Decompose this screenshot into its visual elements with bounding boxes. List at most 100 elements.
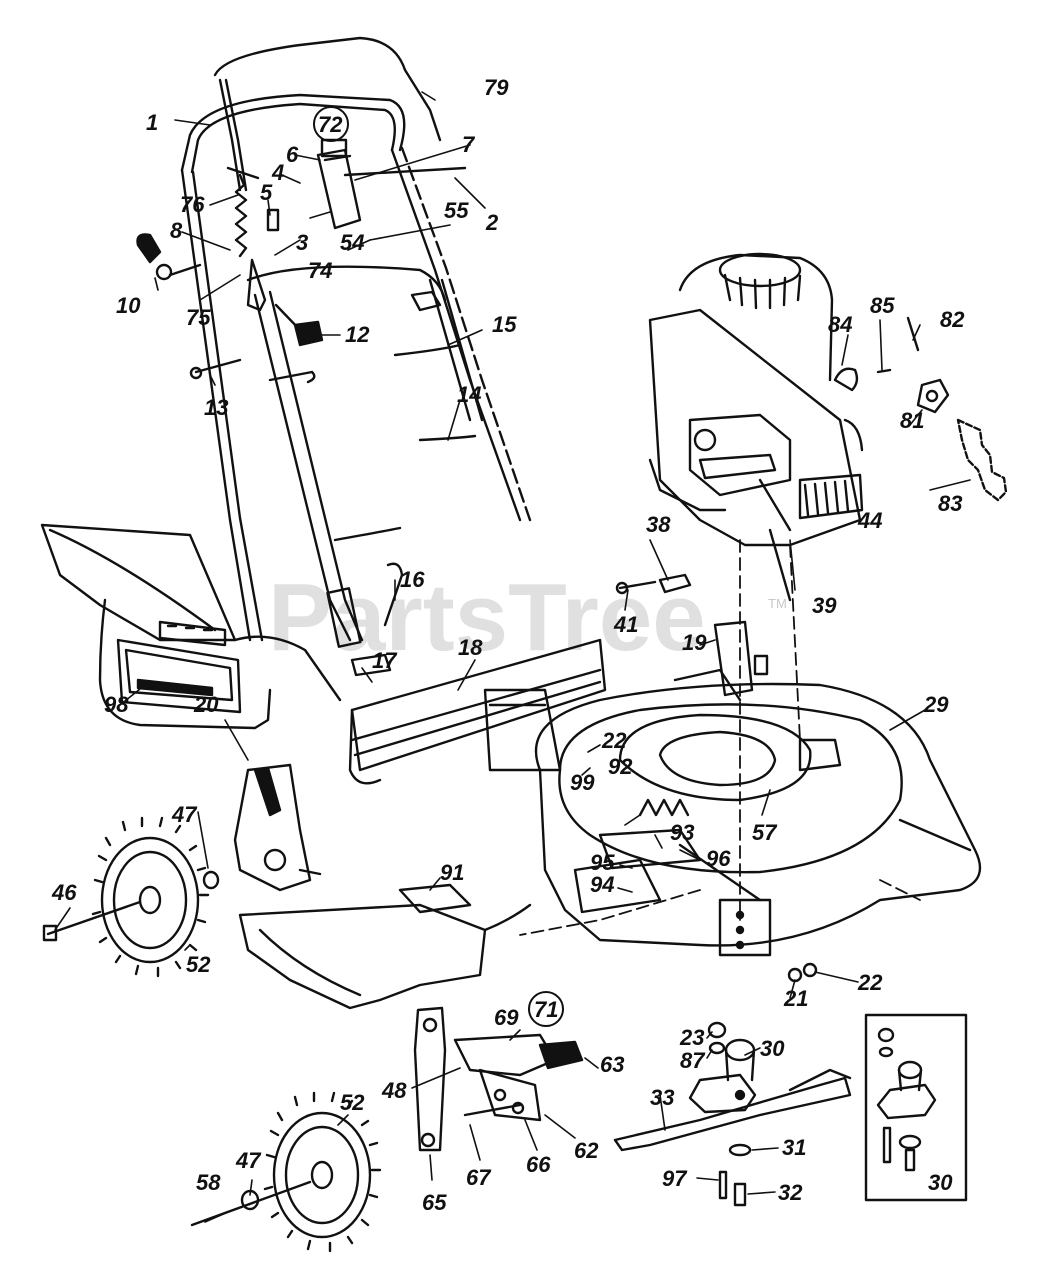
front-wheel-52 bbox=[190, 1091, 382, 1253]
callout-57: 57 bbox=[752, 820, 778, 845]
callout-15: 15 bbox=[492, 312, 517, 337]
callout-46: 46 bbox=[51, 880, 77, 905]
callout-30-b: 30 bbox=[928, 1170, 953, 1195]
callout-22-a: 22 bbox=[601, 728, 627, 753]
inset-box bbox=[864, 1013, 968, 1202]
callout-52-a: 52 bbox=[186, 952, 211, 977]
callout-10: 10 bbox=[116, 293, 141, 318]
callout-33: 33 bbox=[650, 1085, 674, 1110]
rear-baffle bbox=[483, 688, 562, 772]
engine bbox=[648, 252, 864, 602]
control-box bbox=[316, 138, 467, 230]
hinge-clip-17 bbox=[350, 653, 392, 677]
engine-bracket-38 bbox=[615, 573, 692, 595]
callout-18: 18 bbox=[458, 635, 483, 660]
callout-92: 92 bbox=[608, 754, 633, 779]
callout-47-b: 47 bbox=[235, 1148, 262, 1173]
height-adjuster-20 bbox=[233, 763, 322, 892]
cable-ties bbox=[268, 290, 477, 542]
callout-21: 21 bbox=[783, 986, 808, 1011]
throttle-cable-spring bbox=[234, 173, 280, 312]
callout-87: 87 bbox=[680, 1048, 706, 1073]
callout-98: 98 bbox=[104, 692, 129, 717]
blade-33 bbox=[613, 1068, 852, 1152]
leader-lines bbox=[54, 91, 971, 1223]
callout-22-b: 22 bbox=[857, 970, 883, 995]
callout-96: 96 bbox=[706, 846, 731, 871]
callout-84: 84 bbox=[828, 312, 852, 337]
callout-79: 79 bbox=[484, 75, 509, 100]
grass-bag bbox=[40, 523, 342, 730]
callout-71: 71 bbox=[534, 997, 558, 1022]
callout-29: 29 bbox=[923, 692, 949, 717]
hairpin-clip bbox=[383, 562, 404, 627]
callout-8: 8 bbox=[170, 218, 183, 243]
bolt-13 bbox=[189, 358, 242, 380]
callout-93: 93 bbox=[670, 820, 694, 845]
callout-7: 7 bbox=[462, 132, 476, 157]
callout-69: 69 bbox=[494, 1005, 519, 1030]
callout-39: 39 bbox=[812, 593, 837, 618]
callout-44: 44 bbox=[857, 508, 882, 533]
discharge-chute bbox=[238, 883, 532, 1010]
bracket-19 bbox=[673, 620, 769, 702]
lower-handle bbox=[246, 265, 484, 648]
height-lever-69 bbox=[453, 1033, 584, 1122]
callout-5: 5 bbox=[260, 180, 273, 205]
drive-chain-83 bbox=[956, 418, 1008, 502]
callout-72: 72 bbox=[318, 112, 343, 137]
callout-55: 55 bbox=[444, 198, 469, 223]
flywheel-parts bbox=[833, 316, 950, 414]
callout-32: 32 bbox=[778, 1180, 803, 1205]
spring-92 bbox=[638, 798, 690, 817]
callout-16: 16 bbox=[400, 567, 425, 592]
callout-95: 95 bbox=[590, 850, 615, 875]
callout-41: 41 bbox=[613, 612, 638, 637]
callout-2: 2 bbox=[485, 210, 499, 235]
callout-94: 94 bbox=[590, 872, 614, 897]
callout-62: 62 bbox=[574, 1138, 599, 1163]
callout-82: 82 bbox=[940, 307, 965, 332]
axle-bracket-65 bbox=[413, 1006, 447, 1152]
callout-17: 17 bbox=[372, 648, 398, 673]
callout-12: 12 bbox=[345, 322, 370, 347]
cable-clip-12 bbox=[274, 303, 324, 347]
callout-48: 48 bbox=[381, 1078, 407, 1103]
callout-31: 31 bbox=[782, 1135, 806, 1160]
control-bail bbox=[213, 36, 442, 192]
watermark-tm: TM bbox=[768, 596, 787, 611]
callout-20: 20 bbox=[193, 692, 219, 717]
blade-hardware bbox=[707, 962, 818, 1207]
callout-23: 23 bbox=[679, 1025, 704, 1050]
callout-67: 67 bbox=[466, 1165, 492, 1190]
callout-75: 75 bbox=[186, 305, 211, 330]
blade-adapter-30 bbox=[688, 1038, 757, 1114]
callout-30-a: 30 bbox=[760, 1036, 785, 1061]
callout-52-b: 52 bbox=[340, 1090, 365, 1115]
callout-47-a: 47 bbox=[171, 802, 198, 827]
callout-13: 13 bbox=[204, 395, 228, 420]
callout-63: 63 bbox=[600, 1052, 624, 1077]
callout-14: 14 bbox=[457, 382, 481, 407]
callout-4: 4 bbox=[271, 160, 284, 185]
callout-38: 38 bbox=[646, 512, 671, 537]
callout-58: 58 bbox=[196, 1170, 221, 1195]
handle-knob bbox=[136, 233, 202, 281]
callout-54: 54 bbox=[340, 230, 364, 255]
callout-81: 81 bbox=[900, 408, 924, 433]
callout-74: 74 bbox=[308, 258, 332, 283]
callout-labels: 1 72 79 6 7 4 76 5 2 8 3 54 55 74 10 75 … bbox=[51, 75, 965, 1215]
callout-99: 99 bbox=[570, 770, 595, 795]
upper-handle bbox=[180, 93, 532, 642]
callout-83: 83 bbox=[938, 491, 962, 516]
callout-circles bbox=[313, 106, 564, 1027]
callout-19: 19 bbox=[682, 630, 707, 655]
rear-wheel-52 bbox=[42, 816, 220, 978]
callout-85: 85 bbox=[870, 293, 895, 318]
callout-65: 65 bbox=[422, 1190, 447, 1215]
callout-76: 76 bbox=[180, 192, 205, 217]
rear-shield bbox=[348, 638, 607, 785]
callout-91: 91 bbox=[440, 860, 464, 885]
